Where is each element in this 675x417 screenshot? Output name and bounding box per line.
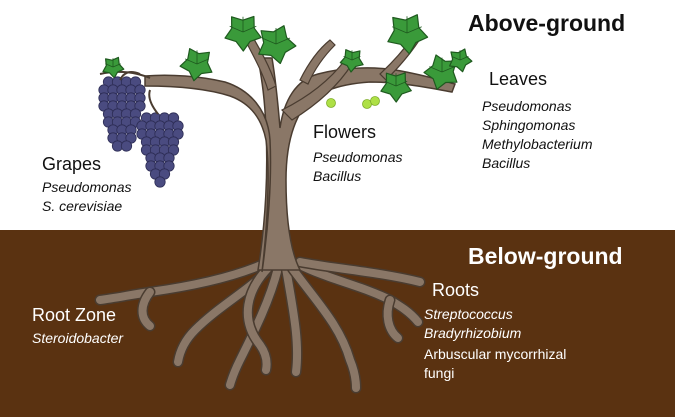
grape-clusters [99,72,183,187]
above-ground-heading: Above-ground [468,12,625,35]
root-zone-microbe: Steroidobacter [32,329,123,348]
leaves-microbe: Methylobacterium [482,135,593,154]
roots-label: Roots [432,281,479,299]
flower-bud-icon [327,99,336,108]
roots-fungi-text: Arbuscular mycorrhizal [424,345,566,364]
grapes-microbe: Pseudomonas [42,178,132,197]
leaves-microbe: Bacillus [482,154,530,173]
flower-buds [327,97,380,109]
grapes-label: Grapes [42,155,101,173]
flowers-label: Flowers [313,123,376,141]
leaves-microbe: Sphingomonas [482,116,575,135]
root-system [100,262,420,388]
grape-berry [155,177,165,187]
roots-microbe: Streptococcus [424,305,513,324]
roots-microbe: Bradyrhizobium [424,324,521,343]
root-branch [143,292,151,326]
leaves-label: Leaves [489,70,547,88]
leaves-microbe: Pseudomonas [482,97,572,116]
grapes-microbe: S. cerevisiae [42,197,122,216]
grape-berry [121,141,131,151]
right-branch [282,60,352,120]
flower-bud-icon [371,97,380,106]
flowers-microbe: Pseudomonas [313,148,403,167]
vine-leaves [103,15,472,102]
flowers-microbe: Bacillus [313,167,361,186]
root-zone-label: Root Zone [32,306,116,324]
leaf-icon [388,15,428,54]
below-ground-heading: Below-ground [468,245,623,268]
roots-fungi-text: fungi [424,364,454,383]
